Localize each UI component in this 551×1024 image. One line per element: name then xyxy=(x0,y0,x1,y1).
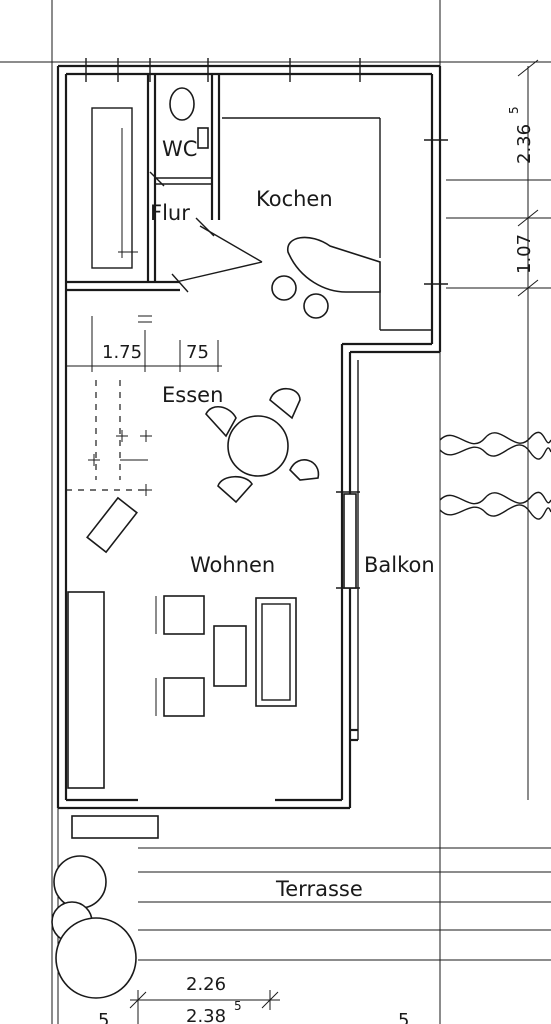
room-label-terrasse: Terrasse xyxy=(275,877,363,901)
living-furniture xyxy=(67,496,297,789)
dimension-label-2365: 2.36 xyxy=(514,124,535,164)
room-label-essen: Essen xyxy=(162,383,223,407)
wardrobe xyxy=(91,107,138,269)
exterior-walls xyxy=(56,64,442,810)
dimension-label-5-right: 5 xyxy=(398,1010,409,1024)
dimension-label-107: 1.07 xyxy=(514,234,535,274)
right-dimension-lines xyxy=(446,59,551,800)
bottom-dimension-lines xyxy=(129,990,280,1024)
balcony xyxy=(343,360,359,742)
room-label-flur: Flur xyxy=(150,201,190,225)
room-label-balkon: Balkon xyxy=(364,553,435,577)
dimension-label-2365-superscript: 5 xyxy=(507,106,521,114)
room-label-kochen: Kochen xyxy=(256,187,333,211)
kitchen-counter xyxy=(271,236,381,319)
dimension-label-2385: 2.38 xyxy=(186,1006,226,1024)
dimension-label-226: 2.26 xyxy=(186,974,226,995)
interior-walls xyxy=(66,74,432,331)
essen-zone xyxy=(66,380,152,496)
essen-dimension-lines xyxy=(66,315,222,372)
terrace xyxy=(51,808,551,1024)
dining-set xyxy=(205,387,320,504)
room-label-wc: WC xyxy=(162,137,197,161)
hedges xyxy=(439,431,551,520)
top-window-marks xyxy=(85,58,448,589)
doors xyxy=(149,171,263,293)
dimension-label-175: 1.75 xyxy=(102,342,142,363)
room-label-wohnen: Wohnen xyxy=(190,553,275,577)
dimension-label-5-left: 5 xyxy=(98,1010,109,1024)
wc-fixtures xyxy=(169,87,209,149)
dimension-label-75: 75 xyxy=(186,342,209,363)
dimension-label-2385-superscript: 5 xyxy=(234,999,242,1013)
